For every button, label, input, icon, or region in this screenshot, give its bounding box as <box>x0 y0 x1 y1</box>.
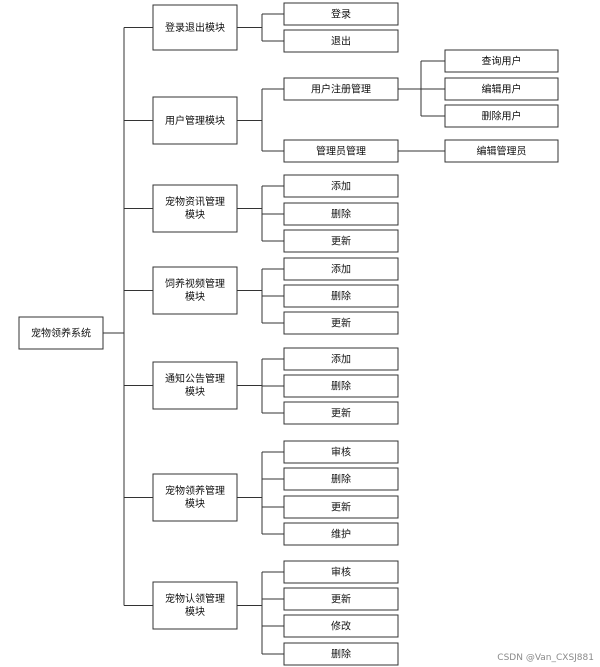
leaf-label: 审核 <box>331 566 351 579</box>
leaf-label: 删除 <box>331 473 351 486</box>
submodule-label: 用户注册管理 <box>311 83 371 96</box>
root-label: 宠物领养系统 <box>31 327 91 340</box>
module-node-pet-news: 宠物资讯管理 模块 <box>152 184 238 233</box>
leaf-label: 退出 <box>331 35 351 48</box>
leaf-node: 登录 <box>283 2 399 26</box>
leaf-label: 添加 <box>331 263 351 276</box>
submodule-node: 管理员管理 <box>283 139 399 163</box>
module-label: 模块 <box>185 291 205 303</box>
leaf-label: 删除 <box>331 208 351 221</box>
leaf-node: 添加 <box>283 257 399 281</box>
leaf-label: 删除用户 <box>482 110 522 123</box>
module-label: 宠物领养管理 <box>165 484 225 497</box>
leaf-node: 退出 <box>283 29 399 53</box>
leaf-node: 编辑管理员 <box>444 139 559 163</box>
leaf-node: 更新 <box>283 311 399 335</box>
leaf-node: 审核 <box>283 560 399 584</box>
submodule-label: 管理员管理 <box>316 145 366 158</box>
leaf-label: 更新 <box>331 317 351 330</box>
leaf-label: 删除 <box>331 290 351 303</box>
leaf-node: 删除 <box>283 642 399 666</box>
leaf-node: 更新 <box>283 495 399 519</box>
leaf-label: 更新 <box>331 235 351 248</box>
watermark: CSDN @Van_CXSJ881 <box>497 653 594 663</box>
module-label: 模块 <box>185 209 205 221</box>
module-label: 登录退出模块 <box>165 21 225 34</box>
leaf-node: 删除 <box>283 284 399 308</box>
leaf-label: 编辑管理员 <box>477 145 527 158</box>
leaf-node: 编辑用户 <box>444 77 559 101</box>
leaf-label: 维护 <box>331 528 351 541</box>
module-label: 模块 <box>185 386 205 398</box>
leaf-node: 添加 <box>283 174 399 198</box>
leaf-label: 更新 <box>331 501 351 514</box>
leaf-label: 审核 <box>331 446 351 459</box>
leaf-label: 查询用户 <box>482 55 522 68</box>
leaf-node: 更新 <box>283 401 399 425</box>
module-label: 宠物资讯管理 <box>165 195 225 208</box>
leaf-node: 审核 <box>283 440 399 464</box>
root-node: 宠物领养系统 <box>18 316 104 350</box>
leaf-node: 删除用户 <box>444 104 559 128</box>
module-label: 模块 <box>185 498 205 510</box>
module-node-feeding-video: 饲养视频管理 模块 <box>152 266 238 315</box>
leaf-node: 删除 <box>283 467 399 491</box>
leaf-node: 删除 <box>283 202 399 226</box>
module-node-users: 用户管理模块 <box>152 96 238 145</box>
leaf-label: 编辑用户 <box>482 83 522 96</box>
module-node-adoption: 宠物领养管理 模块 <box>152 473 238 522</box>
leaf-node: 查询用户 <box>444 49 559 73</box>
leaf-node: 删除 <box>283 374 399 398</box>
leaf-label: 添加 <box>331 180 351 193</box>
leaf-label: 更新 <box>331 593 351 606</box>
leaf-label: 修改 <box>331 620 351 633</box>
connector-lines <box>103 13 445 655</box>
module-node-claim: 宠物认领管理 模块 <box>152 581 238 630</box>
module-node-notice: 通知公告管理 模块 <box>152 361 238 410</box>
leaf-node: 修改 <box>283 614 399 638</box>
leaf-label: 更新 <box>331 407 351 420</box>
module-label: 宠物认领管理 <box>165 592 225 605</box>
leaf-label: 删除 <box>331 648 351 661</box>
submodule-node: 用户注册管理 <box>283 77 399 101</box>
module-label: 饲养视频管理 <box>165 277 225 290</box>
leaf-label: 添加 <box>331 353 351 366</box>
module-label: 模块 <box>185 606 205 618</box>
leaf-label: 登录 <box>331 8 351 21</box>
leaf-node: 更新 <box>283 229 399 253</box>
module-label: 通知公告管理 <box>165 372 225 385</box>
leaf-node: 维护 <box>283 522 399 546</box>
leaf-label: 删除 <box>331 380 351 393</box>
leaf-node: 添加 <box>283 347 399 371</box>
module-node-login: 登录退出模块 <box>152 4 238 51</box>
module-label: 用户管理模块 <box>165 114 225 127</box>
leaf-node: 更新 <box>283 587 399 611</box>
